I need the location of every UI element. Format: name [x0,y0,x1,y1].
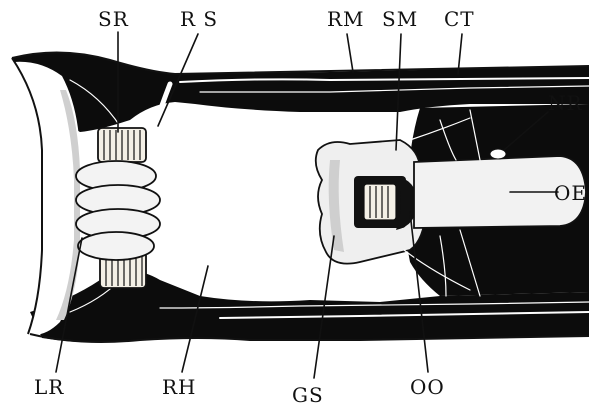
label-NR: NR [548,91,583,115]
label-RH: RH [162,375,197,399]
label-CT: CT [444,7,475,31]
label-LR: LR [34,375,64,399]
label-OO: OO [410,375,445,399]
label-RS: R S [180,7,218,31]
label-GS: GS [292,383,324,407]
label-SM: SM [382,7,418,31]
label-RM: RM [327,7,365,31]
upper-cartilage [98,128,146,162]
lip-folds [76,161,160,260]
label-OE: OE [554,181,587,205]
leader-RM [347,34,353,72]
label-SR: SR [98,7,129,31]
